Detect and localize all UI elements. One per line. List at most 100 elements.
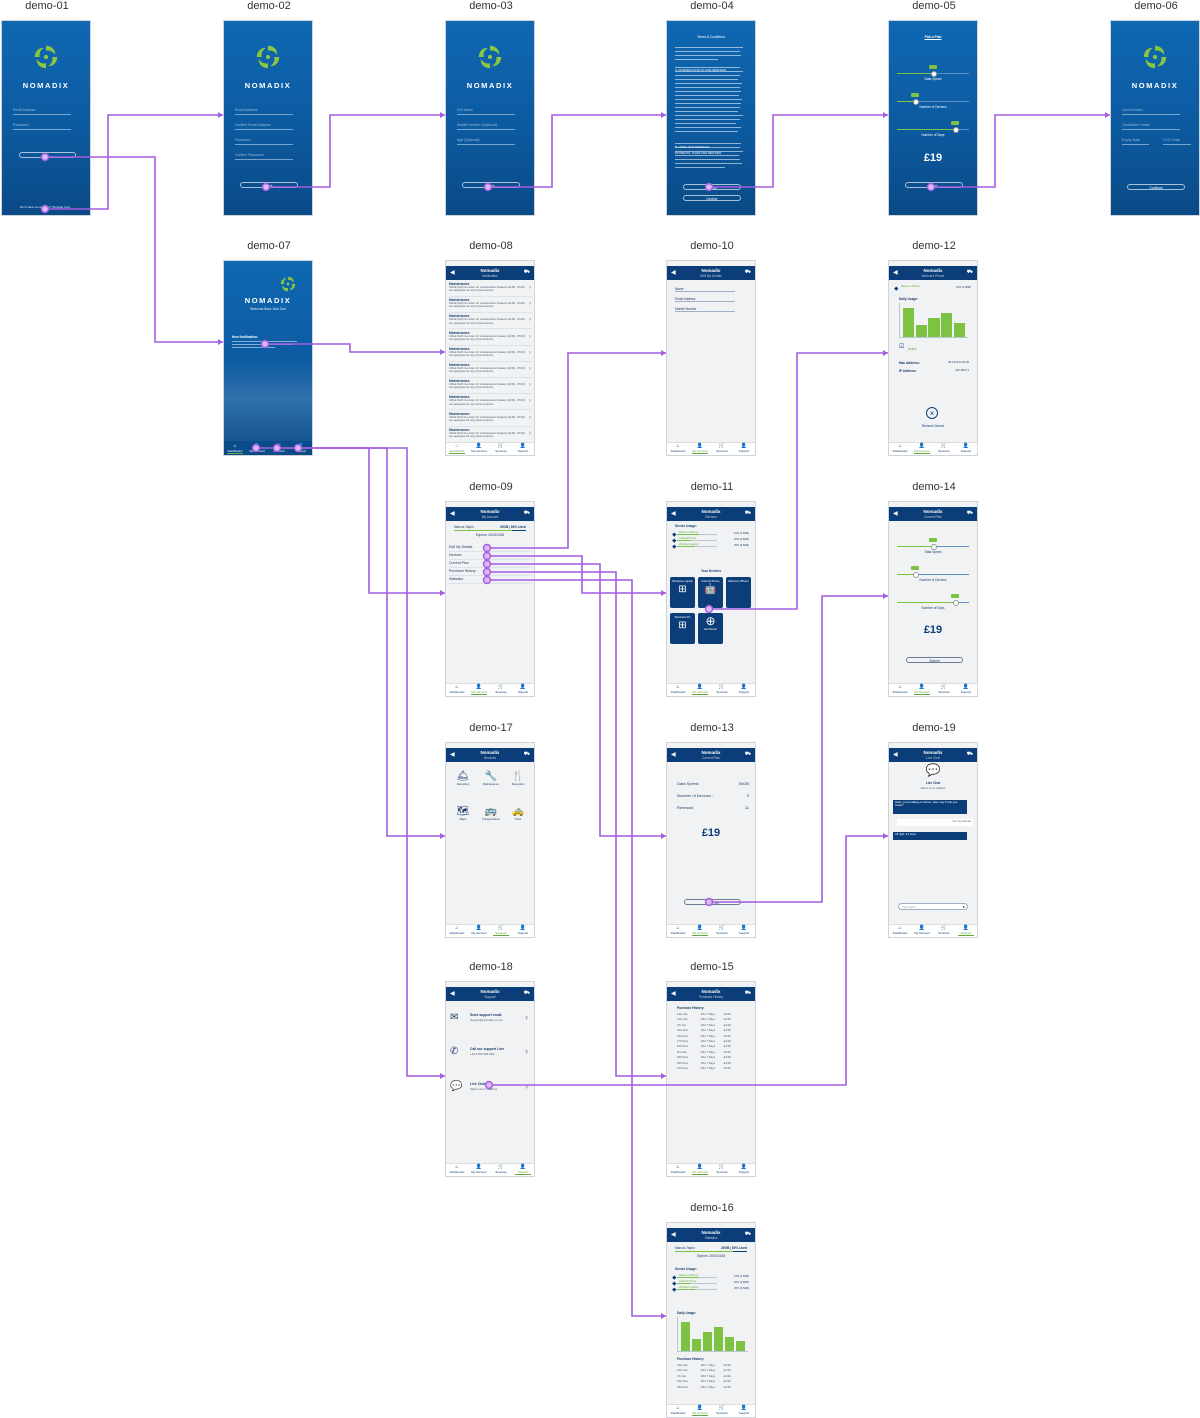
cart-icon[interactable]: ⛟ (744, 1231, 751, 1237)
active-checkbox-icon[interactable]: ☑ (899, 344, 905, 350)
notification-preview[interactable] (232, 341, 304, 351)
password-field[interactable]: Password (13, 118, 71, 130)
edit-plan-button[interactable]: Edit Plan (684, 899, 741, 905)
tab-services[interactable]: 🛒Services (933, 684, 955, 696)
email-field[interactable]: Email Address (13, 103, 71, 115)
tab-services[interactable]: 🛒Services (490, 443, 512, 455)
slider-knob[interactable] (931, 71, 937, 77)
email-field[interactable]: Email Address (235, 103, 293, 115)
cardholder-name-field[interactable]: Cardholder Name (1122, 118, 1180, 130)
tab-dashboard[interactable]: ⌂Dashboard (446, 1164, 468, 1176)
slider-knob[interactable] (913, 572, 919, 578)
tab-my-account[interactable]: 👤My Account (468, 925, 490, 937)
account-menu-item[interactable]: Statistics (449, 576, 531, 584)
service-tile[interactable]: 🚌Transportation (480, 806, 502, 821)
tab-dashboard[interactable]: ⌂Dashboard (889, 925, 911, 937)
profile-field[interactable]: Name (675, 287, 735, 293)
cvc-field[interactable]: CVC Code (1163, 133, 1191, 145)
tab-services[interactable]: 🛒Services (490, 1164, 512, 1176)
tab-my-account[interactable]: 👤My Account (468, 443, 490, 455)
slider-knob[interactable] (913, 99, 919, 105)
service-tile[interactable]: 🗺Maps (452, 806, 474, 821)
tab-services[interactable]: 🛒Services (933, 925, 955, 937)
tab-dashboard[interactable]: ⌂Dashboard (667, 1405, 689, 1417)
plan-slider[interactable] (897, 566, 969, 578)
tab-dashboard[interactable]: ⌂Dashboard (889, 443, 911, 455)
device-card[interactable]: Marcus's iPhone (726, 577, 751, 608)
service-tile[interactable]: 🔧Maintenance (480, 771, 502, 786)
decline-button[interactable]: Decline (683, 195, 741, 201)
account-menu-item[interactable]: Devices (449, 552, 531, 560)
accept-button[interactable]: Accept (683, 184, 741, 190)
next-button[interactable]: Next (462, 182, 520, 188)
tab-my-account[interactable]: 👤My Account (911, 925, 933, 937)
tab-support[interactable]: 👤Support (512, 925, 534, 937)
profile-field[interactable]: Mobile Number (675, 307, 735, 313)
tab-dashboard[interactable]: ⌂Dashboard (889, 684, 911, 696)
cart-icon[interactable]: ⛟ (966, 751, 973, 757)
age-field[interactable]: Age (Optional) (457, 133, 515, 145)
plan-slider[interactable] (897, 538, 969, 550)
tab-services[interactable]: 🛒Services (711, 1405, 733, 1417)
tab-my-account[interactable]: 👤My Account (689, 925, 711, 937)
tab-my-account[interactable]: 👤My Account (468, 1164, 490, 1176)
account-menu-item[interactable]: Edit My Details (449, 544, 531, 552)
tab-dashboard[interactable]: ⌂Dashboard (667, 925, 689, 937)
back-arrow-icon[interactable]: ◀ (893, 752, 898, 758)
tab-services[interactable]: 🛒Services (711, 925, 733, 937)
mobile-field[interactable]: Mobile Number (Optional) (457, 118, 515, 130)
plan-slider[interactable] (897, 93, 969, 105)
back-arrow-icon[interactable]: ◀ (671, 752, 676, 758)
support-option-row[interactable]: ✆Call our support Line+44 1702 208 466› (450, 1044, 530, 1068)
cart-icon[interactable]: ⛟ (966, 510, 973, 516)
confirm-password-field[interactable]: Confirm Password (235, 148, 293, 160)
tab-support[interactable]: 👤Support (512, 443, 534, 455)
continue-button[interactable]: Continue (1127, 184, 1185, 190)
plan-slider[interactable] (897, 121, 969, 133)
service-tile[interactable]: 🚕Taxis (507, 806, 529, 821)
cart-icon[interactable]: ⛟ (523, 269, 530, 275)
back-arrow-icon[interactable]: ◀ (450, 511, 455, 517)
tab-support[interactable]: 👤Support (733, 1164, 755, 1176)
submit-button[interactable]: Submit (906, 657, 963, 663)
plan-slider[interactable] (897, 65, 969, 77)
back-arrow-icon[interactable]: ◀ (893, 511, 898, 517)
tab-dashboard[interactable]: ⌂Dashboard (446, 925, 468, 937)
tab-services[interactable]: 🛒Services (490, 684, 512, 696)
tab-support[interactable]: 👤Support (290, 443, 312, 455)
add-device-card[interactable]: ⊕Add Device (698, 613, 723, 644)
tab-services[interactable]: 🛒Services (490, 925, 512, 937)
tab-my-account[interactable]: 👤My Account (689, 443, 711, 455)
tab-dashboard[interactable]: ⌂Dashboard (224, 443, 246, 455)
plan-slider[interactable] (897, 594, 969, 606)
remove-device-label[interactable]: Remove Device (921, 424, 945, 428)
back-arrow-icon[interactable]: ◀ (671, 270, 676, 276)
back-arrow-icon[interactable]: ◀ (450, 752, 455, 758)
remove-device-icon[interactable]: × (926, 407, 938, 419)
cart-icon[interactable]: ⛟ (744, 269, 751, 275)
card-number-field[interactable]: Card Number (1122, 103, 1180, 115)
tab-support[interactable]: 👤Support (733, 443, 755, 455)
back-arrow-icon[interactable]: ◀ (893, 270, 898, 276)
tab-dashboard[interactable]: ⌂Dashboard (446, 443, 468, 455)
tab-support[interactable]: 👤Support (733, 925, 755, 937)
tab-support[interactable]: 👤Support (955, 684, 977, 696)
tab-services[interactable]: 🛒Services (268, 443, 290, 455)
confirm-email-field[interactable]: Confirm Email Address (235, 118, 293, 130)
back-arrow-icon[interactable]: ◀ (450, 991, 455, 997)
cart-icon[interactable]: ⛟ (966, 269, 973, 275)
account-menu-item[interactable]: Purchase History (449, 568, 531, 576)
expiry-date-field[interactable]: Expiry Date (1122, 133, 1149, 145)
tab-my-account[interactable]: 👤My Account (689, 1405, 711, 1417)
chat-input[interactable]: Type Here▸ (898, 903, 968, 910)
slider-knob[interactable] (931, 544, 937, 550)
